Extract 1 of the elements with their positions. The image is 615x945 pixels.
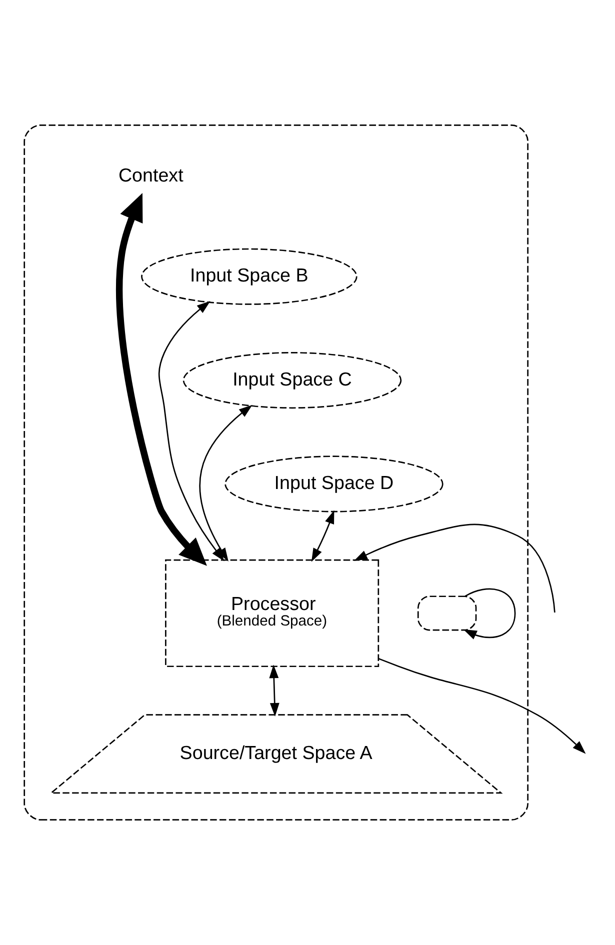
node-text: Context [118, 164, 184, 186]
